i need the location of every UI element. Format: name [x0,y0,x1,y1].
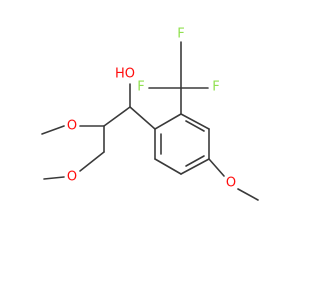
bond-c1-ring [129,106,156,130]
ring-methoxy-oxygen-label: O [226,176,236,191]
bond-c1-c2 [103,106,131,127]
hydroxyl-label: HO [115,67,135,82]
bond-layer [41,41,259,201]
chemical-structure-diagram: HO O O O F F F [41,27,259,201]
bond-c2-o-lower-2 [79,151,105,172]
fluorine-left-label: F [137,80,144,95]
fluorine-right-label: F [212,80,219,95]
ring-double-2 [185,155,205,167]
atom-label-layer: HO O O O F F F [67,27,236,191]
ring-bond-4 [180,158,210,175]
bond-o-lower-ch3 [43,176,65,180]
bond-ring-o [208,158,225,177]
methoxy-oxygen-lower-label: O [67,170,77,185]
bond-o-ch3 [237,188,259,201]
bond-o-upper-ch3 [41,125,65,135]
ring-double-1 [185,120,205,132]
fluorine-top-label: F [177,27,184,42]
structure-canvas: HO O O O F F F [41,26,259,201]
ring-bond-5 [154,158,182,175]
ring-bond-2 [180,113,210,130]
methoxy-oxygen-upper-label: O [67,119,77,134]
ring-bond-1 [154,113,182,130]
